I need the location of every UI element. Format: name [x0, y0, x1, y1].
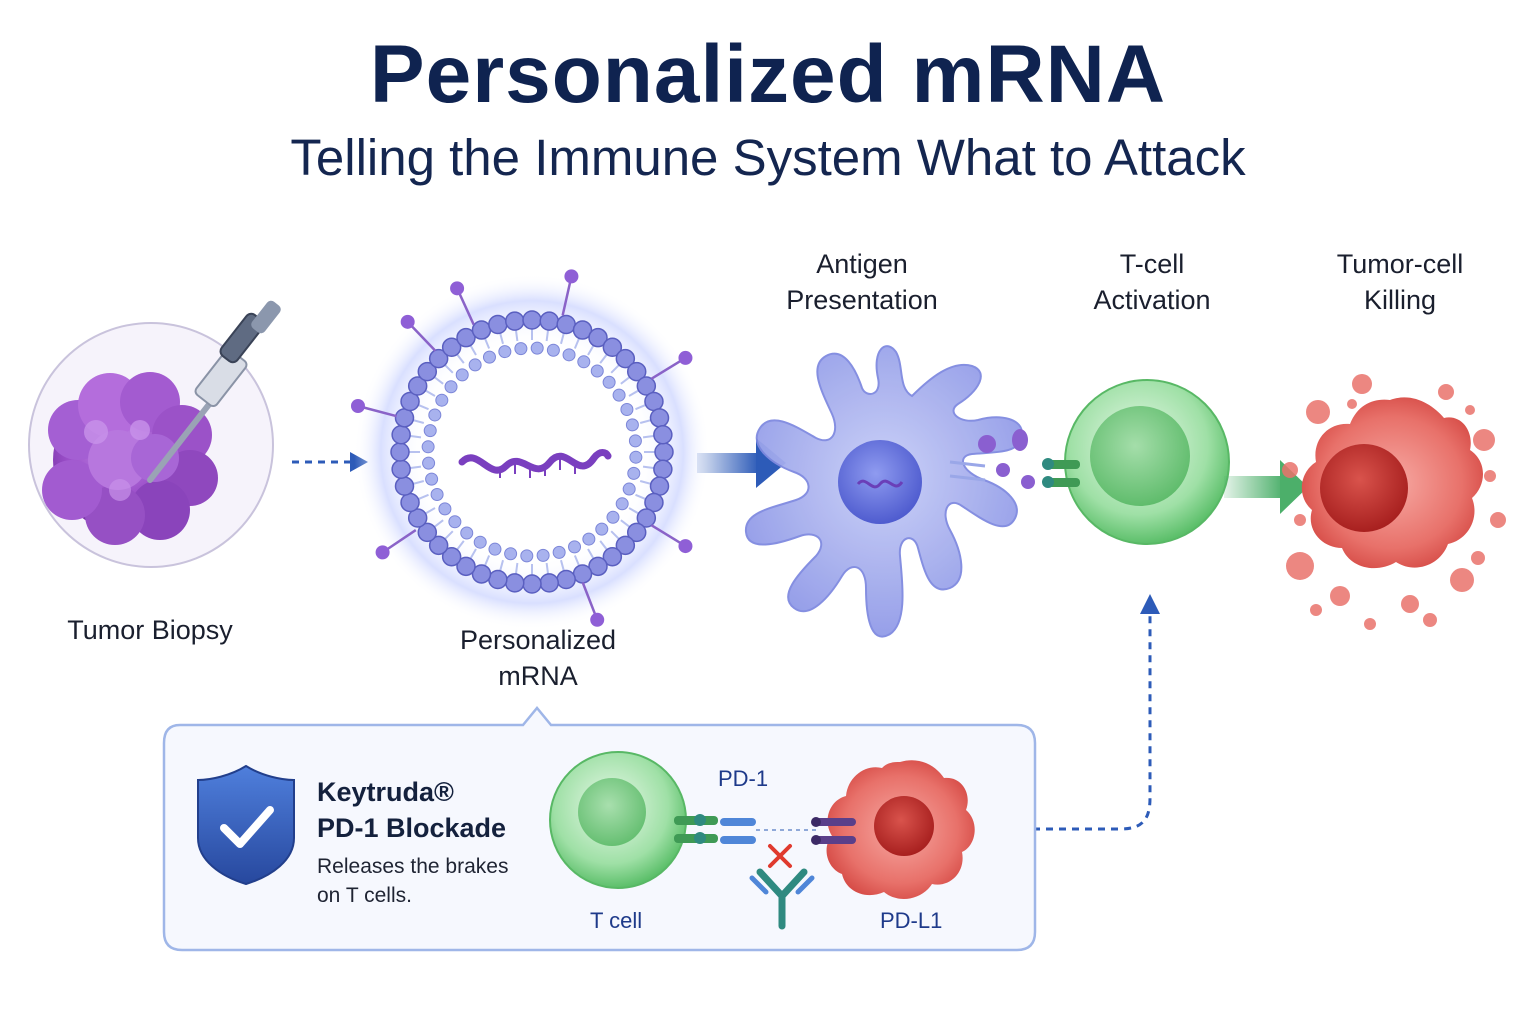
antibody-icon — [749, 868, 815, 930]
tumor-cluster — [42, 372, 218, 545]
tcr-receptor-icon — [1042, 458, 1080, 488]
lipid-outer-layer — [390, 310, 674, 594]
step-1-label-line1: Tumor Biopsy — [67, 615, 233, 645]
biopsy-needle-icon — [147, 300, 281, 483]
step-label-tumor-biopsy: Tumor Biopsy — [40, 612, 260, 648]
card-tumor-cell — [826, 760, 975, 899]
tumor-biopsy-illustration — [28, 300, 281, 568]
pd1-label: PD-1 — [718, 766, 769, 791]
description-line2: on T cells. — [317, 884, 412, 907]
pd1-receptor-icon — [674, 814, 756, 844]
step-label-antigen-presentation: Antigen Presentation — [742, 246, 982, 318]
step-4-label-line1: T-cell — [1119, 249, 1185, 279]
keytruda-heading: Keytruda® PD-1 Blockade — [317, 774, 506, 846]
t-cell-illustration — [1042, 379, 1230, 545]
card-t-cell — [549, 751, 687, 889]
dying-nucleus — [1320, 444, 1408, 532]
drug-mechanism: PD-1 Blockade — [317, 813, 507, 843]
tcell-label: T cell — [590, 908, 643, 933]
surface-ligands — [350, 269, 693, 627]
mrna-strand-icon — [458, 449, 612, 474]
page-title: Personalized mRNA — [369, 29, 1167, 120]
step-5-label-line2: Killing — [1363, 285, 1437, 315]
step-label-tcell-activation: T-cell Activation — [1032, 246, 1272, 318]
page-subtitle: Telling the Immune System What to Attack — [290, 129, 1246, 186]
antigen-particles — [949, 429, 1035, 489]
blocked-x-icon — [768, 844, 792, 868]
step-2-label-line2: mRNA — [498, 661, 578, 691]
step-2-label-line1: Personalized — [459, 625, 617, 655]
step-5-label-line1: Tumor-cell — [1336, 249, 1464, 279]
lipid-nanoparticle-illustration — [350, 269, 710, 630]
tumor-killing-illustration — [1282, 374, 1506, 630]
shield-check-icon — [197, 764, 295, 886]
pdl1-label: PD-L1 — [880, 908, 943, 933]
step-label-personalized-mrna: Personalized mRNA — [418, 622, 658, 694]
lipid-inner-layer — [421, 341, 643, 563]
step-3-label-line2: Presentation — [786, 285, 938, 315]
drug-name: Keytruda® — [317, 777, 454, 807]
keytruda-card — [162, 706, 1037, 952]
step-label-tumor-cell-killing: Tumor-cell Killing — [1290, 246, 1510, 318]
description-line1: Releases the brakes — [317, 855, 509, 878]
cell-debris — [1282, 374, 1506, 630]
step-3-label-line1: Antigen — [816, 249, 908, 279]
step-4-label-line2: Activation — [1093, 285, 1211, 315]
keytruda-description: Releases the brakes on T cells. — [317, 852, 547, 910]
pdl1-ligand-icon — [811, 817, 856, 845]
dendritic-cell-illustration — [744, 345, 1035, 638]
